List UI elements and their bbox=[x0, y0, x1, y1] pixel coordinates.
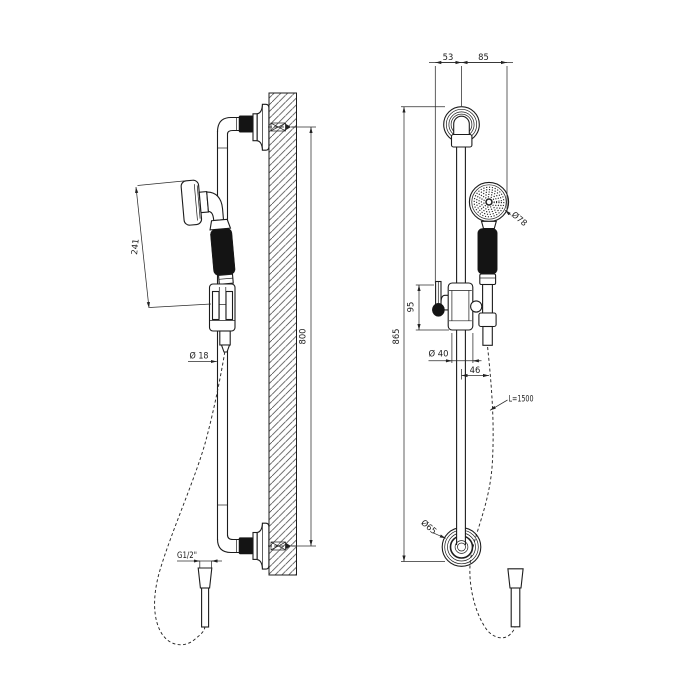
wall-section bbox=[268, 92, 297, 576]
handshower-grip-front bbox=[477, 228, 498, 275]
dim-241-label: 241 bbox=[129, 238, 141, 255]
front-view: 53 85 865 95 Ø 40 bbox=[391, 52, 534, 639]
dim-hose-length: L=1500 bbox=[489, 394, 534, 411]
top-flange-front bbox=[443, 106, 480, 148]
handshower-side bbox=[180, 179, 236, 285]
hose-front bbox=[469, 346, 516, 639]
dim-46: 46 bbox=[461, 365, 489, 380]
dim-95: 95 bbox=[406, 284, 449, 331]
dia-65-label: Ø65 bbox=[419, 517, 439, 536]
slider-side bbox=[208, 283, 236, 353]
dim-dia18: Ø 18 bbox=[188, 351, 217, 364]
dia-40-label: Ø 40 bbox=[429, 349, 449, 359]
bottom-elbow-nut bbox=[238, 537, 254, 555]
dim-865: 865 bbox=[391, 106, 445, 562]
dim-dia40: Ø 40 bbox=[428, 333, 482, 363]
dim-800: 800 bbox=[291, 126, 316, 547]
hose-length-label: L=1500 bbox=[509, 394, 534, 404]
bottom-wall-elbow bbox=[216, 522, 297, 570]
handshower-head-front bbox=[468, 181, 510, 223]
dim-dia78: Ø78 bbox=[504, 209, 530, 228]
dim-46-label: 46 bbox=[470, 365, 481, 375]
top-wall-flange bbox=[256, 103, 270, 151]
dim-53-85: 53 85 bbox=[429, 52, 513, 283]
top-elbow-nut bbox=[238, 115, 254, 133]
slider-front bbox=[432, 280, 483, 331]
diverter-knob bbox=[432, 302, 445, 317]
bottom-flange-front bbox=[441, 527, 482, 567]
dim-53-label: 53 bbox=[443, 52, 454, 62]
dim-95-label: 95 bbox=[406, 302, 416, 313]
dia-78-label: Ø78 bbox=[510, 209, 530, 228]
rail-front-lower bbox=[456, 330, 466, 545]
side-view: 800 241 Ø 18 G1/2" bbox=[129, 92, 316, 646]
handshower-grip-side bbox=[210, 228, 236, 276]
dim-85-label: 85 bbox=[478, 52, 489, 62]
top-wall-elbow bbox=[216, 103, 297, 151]
thread-label: G1/2" bbox=[177, 550, 197, 560]
bottom-wall-flange bbox=[256, 522, 270, 570]
dim-thread: G1/2" bbox=[177, 550, 222, 568]
dim-865-label: 865 bbox=[391, 329, 401, 345]
dia-18-label: Ø 18 bbox=[190, 351, 209, 361]
dim-800-label: 800 bbox=[298, 329, 308, 345]
hose-fitting-front bbox=[507, 568, 524, 628]
dim-dia65: Ø65 bbox=[419, 517, 446, 539]
dim-241: 241 bbox=[129, 180, 212, 309]
hose-side bbox=[154, 351, 226, 646]
hose-fitting-side bbox=[197, 567, 213, 628]
rail-front bbox=[456, 147, 466, 283]
